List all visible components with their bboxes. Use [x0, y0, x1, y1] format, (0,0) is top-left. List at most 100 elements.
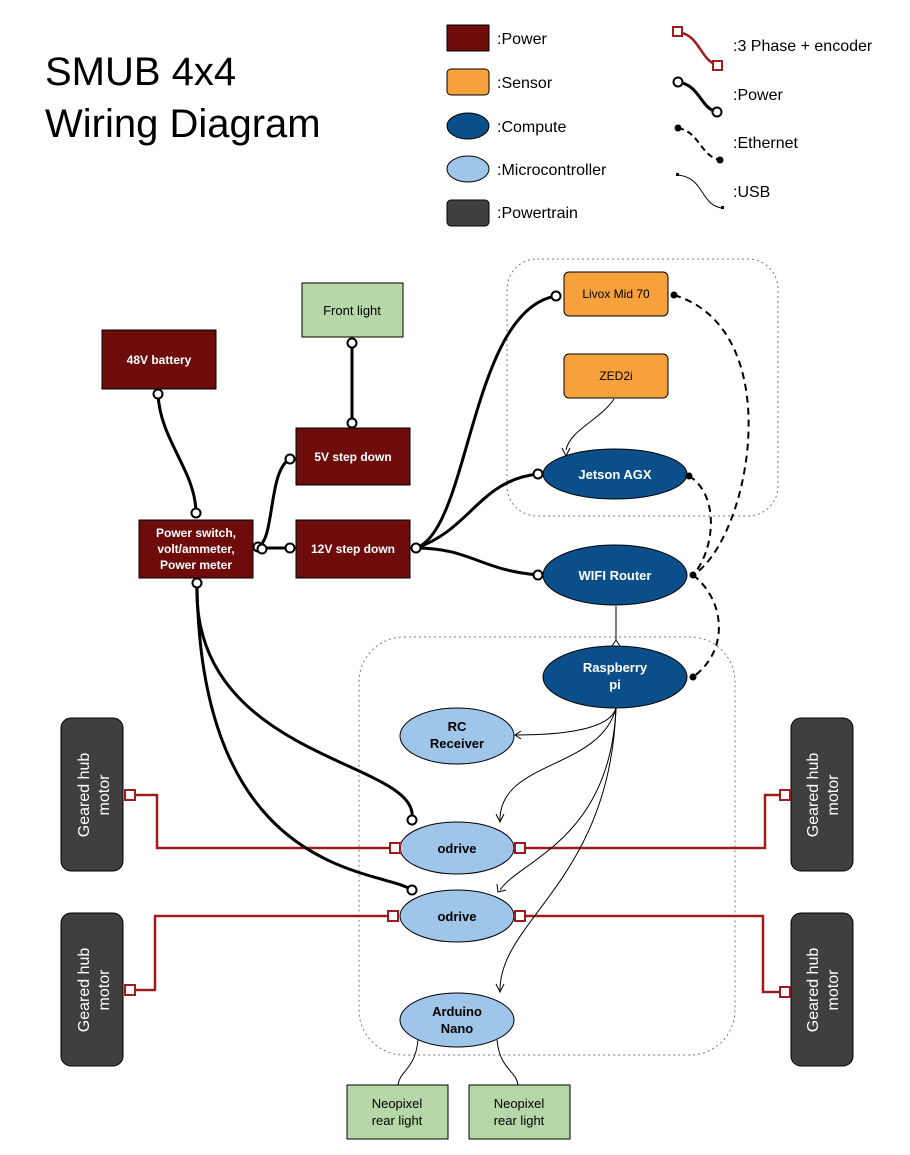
legend-compute-swatch	[446, 112, 490, 140]
power-12v-livox	[415, 294, 557, 550]
usb-rpi-odrive1	[499, 707, 617, 821]
phase-wire-tr	[520, 793, 785, 850]
rc-l2: Receiver	[430, 736, 484, 751]
compute-group-frame	[506, 258, 779, 517]
power-switch-odrive1	[195, 582, 414, 819]
power-connector	[190, 507, 202, 519]
legend-ethernet-label: :Ethernet	[733, 135, 798, 152]
motor-tr-box	[790, 717, 854, 872]
motor-bl-box	[60, 912, 124, 1067]
power-connector	[256, 543, 268, 555]
rpi-node	[542, 645, 688, 709]
legend-usb-start	[676, 173, 679, 176]
motor-bl-l2: motor	[96, 969, 113, 1011]
neo2-box	[468, 1084, 571, 1140]
legend-usb-end	[721, 206, 724, 209]
legend-power-line	[677, 80, 718, 114]
power-12v-jetson	[415, 472, 539, 550]
step5-label: 5V step down	[314, 450, 391, 464]
ethernet-connector	[670, 291, 678, 299]
phase-connector	[387, 910, 399, 922]
motor-br-box	[790, 912, 854, 1067]
legend-usb-label: :USB	[733, 184, 770, 201]
power-connector	[284, 453, 296, 465]
legend-powertrain-swatch	[446, 199, 490, 227]
neo1-l2: rear light	[372, 1113, 423, 1128]
power-switch-l1: Power switch,	[156, 526, 236, 540]
usb-rpi-arduino	[499, 707, 617, 991]
usb-rpi-rc	[514, 707, 617, 736]
power-connector	[191, 577, 203, 589]
power-connector	[152, 388, 164, 400]
power-connector	[406, 814, 418, 826]
motor-bl-l1: Geared hub	[76, 948, 93, 1033]
ethernet-jetson-wifi	[688, 475, 712, 576]
legend-power-line-label: :Power	[733, 87, 783, 104]
battery-box	[101, 329, 217, 390]
rpi-l1: Raspberry	[583, 660, 648, 675]
ethernet-connector	[685, 472, 693, 480]
jetson-label: Jetson AGX	[578, 467, 652, 482]
livox-label: Livox Mid 70	[582, 287, 650, 301]
power-switch-5v	[257, 457, 291, 549]
step12-label: 12V step down	[311, 542, 395, 556]
arrow-odrive2	[496, 883, 507, 893]
usb-zed-jetson	[565, 398, 615, 451]
ethernet-connector	[689, 673, 697, 681]
legend-phase-line	[677, 30, 718, 67]
power-switch-l2: volt/ammeter,	[157, 542, 234, 556]
front-light-box	[301, 282, 404, 338]
motor-br-l1: Geared hub	[805, 948, 822, 1033]
arrow-odrive1	[495, 813, 505, 824]
phase-wire-br	[520, 914, 785, 994]
legend-powertrain-label: :Powertrain	[497, 205, 578, 222]
legend-micro-swatch	[446, 155, 490, 183]
phase-connector	[779, 986, 791, 998]
phase-connector	[514, 842, 526, 854]
legend-phase-start	[672, 26, 683, 37]
wire-arduino-neo1	[397, 1039, 419, 1086]
legend-sensor-swatch	[446, 68, 490, 96]
title-line1: SMUB 4x4	[45, 50, 236, 94]
legend-ethernet-line	[677, 127, 721, 161]
ethernet-connectors	[670, 291, 697, 681]
phase-connector	[389, 842, 401, 854]
legend-ethernet-start	[674, 124, 682, 132]
zed-box	[563, 353, 669, 399]
legend-micro-label: :Microcontroller	[497, 162, 607, 179]
motor-tr-l1: Geared hub	[805, 753, 822, 838]
power-connector	[532, 468, 544, 480]
motor-tl-l1: Geared hub	[76, 753, 93, 838]
step12-box	[295, 519, 411, 579]
ethernet-connector	[689, 571, 697, 579]
arrow-rc	[514, 730, 522, 740]
arduino-l1: Arduino	[432, 1004, 482, 1019]
legend-power-end	[711, 106, 723, 118]
neo1-l1: Neopixel	[372, 1096, 423, 1111]
legend-power-swatch	[446, 24, 490, 52]
ethernet-livox-wifi	[673, 294, 750, 576]
legend-usb-line	[677, 174, 723, 209]
legend-power-start	[672, 76, 684, 88]
power-switch-l3: Power meter	[160, 558, 232, 572]
power-connector	[550, 290, 562, 302]
power-12v-wifi	[415, 546, 539, 577]
step5-box	[295, 427, 411, 486]
wifi-label: WIFI Router	[579, 568, 652, 583]
neo2-l2: rear light	[494, 1113, 545, 1128]
phase-connector	[124, 789, 136, 801]
legend-compute-label: :Compute	[497, 119, 566, 136]
legend-power-label: :Power	[497, 31, 547, 48]
battery-label: 48V battery	[127, 353, 192, 367]
motor-br-l2: motor	[825, 969, 842, 1011]
motor-tr-l2: motor	[825, 774, 842, 816]
motor-tl-box	[60, 717, 124, 872]
title-line2: Wiring Diagram	[45, 102, 321, 146]
arrow-arduino	[495, 983, 505, 994]
legend-ethernet-end	[716, 156, 724, 164]
power-switch-box	[138, 519, 254, 579]
rpi-l2: pi	[609, 677, 621, 692]
power-battery-switch	[156, 393, 198, 513]
phase-connector	[779, 789, 791, 801]
